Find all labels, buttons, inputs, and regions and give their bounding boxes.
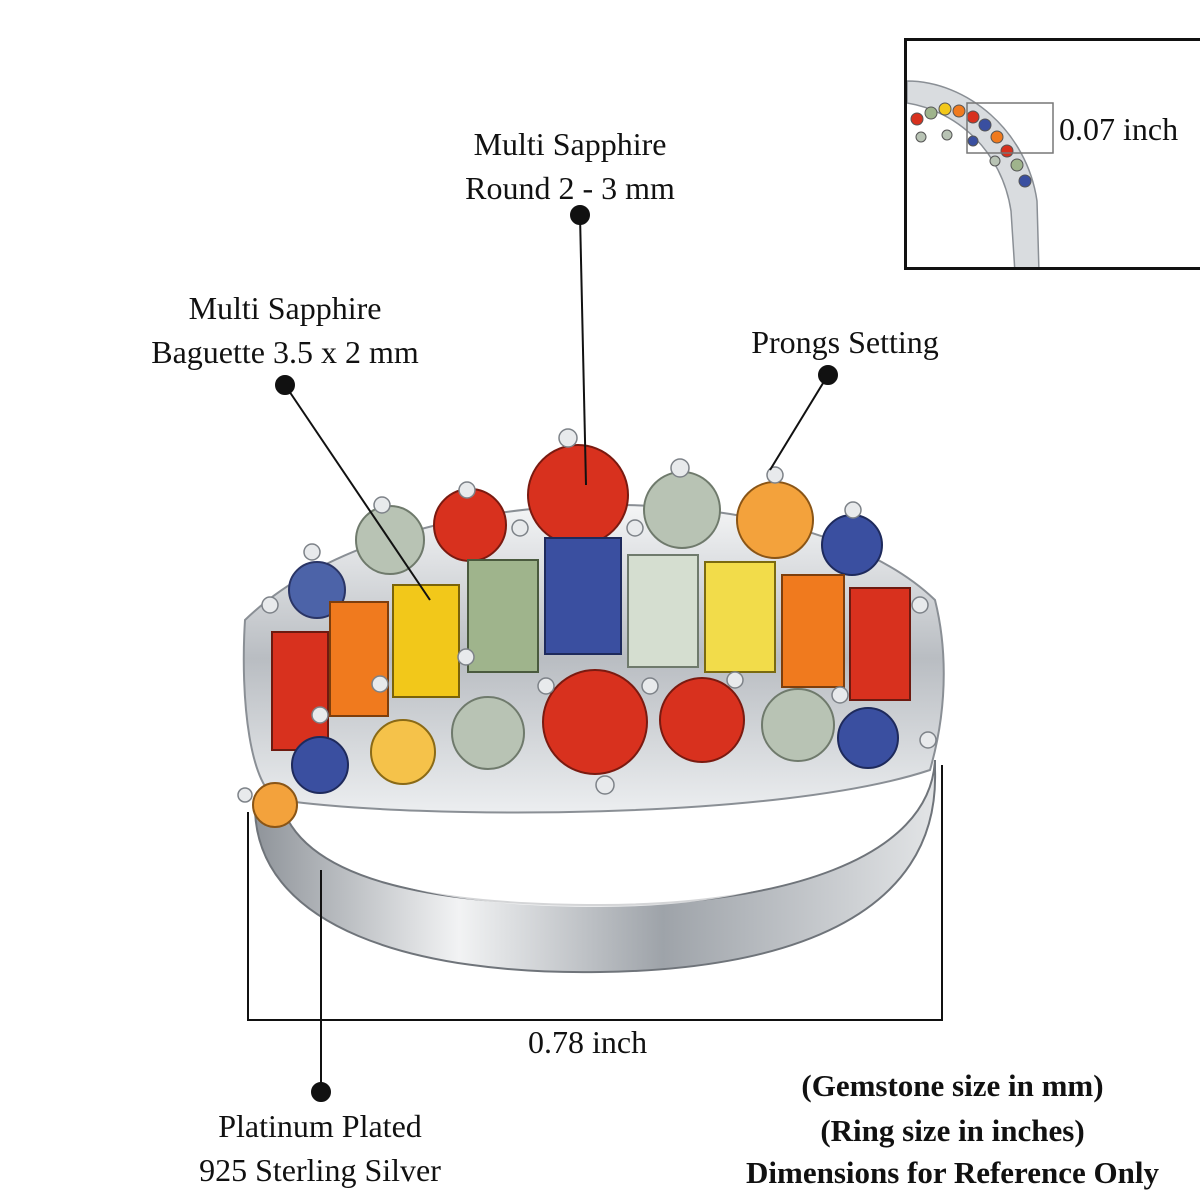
note-ring-size: (Ring size in inches) (820, 1113, 1085, 1148)
callout-prongs-line1: Prongs Setting (751, 324, 939, 360)
callout-metal: Platinum Plated 925 Sterling Silver (165, 1104, 475, 1192)
note-gemstone-size: (Gemstone size in mm) (801, 1068, 1104, 1103)
height-dimension-label: 0.07 inch (1059, 111, 1179, 147)
ring-band (253, 759, 937, 974)
callout-metal-line2: 925 Sterling Silver (199, 1152, 441, 1188)
bottom-round-stones (252, 669, 899, 828)
callout-round-sapphire: Multi Sapphire Round 2 - 3 mm (420, 122, 720, 210)
callout-prongs-setting: Prongs Setting (720, 320, 970, 364)
callout-round-line1: Multi Sapphire (473, 126, 667, 162)
callout-baguette-line2: Baguette 3.5 x 2 mm (151, 334, 419, 370)
note-reference-only: Dimensions for Reference Only (746, 1155, 1159, 1190)
callout-leaders (275, 205, 838, 1102)
baguette-stones (271, 537, 911, 751)
callout-round-line2: Round 2 - 3 mm (465, 170, 675, 206)
callout-baguette-sapphire: Multi Sapphire Baguette 3.5 x 2 mm (120, 286, 450, 374)
prongs (237, 428, 937, 803)
side-view-illustration (907, 80, 1054, 267)
side-view-inset: 0.07 inch (904, 38, 1200, 270)
callout-baguette-line1: Multi Sapphire (188, 290, 382, 326)
width-dimension-bracket (247, 765, 943, 1021)
callout-metal-line1: Platinum Plated (218, 1108, 422, 1144)
width-dimension-label: 0.78 inch (528, 1024, 648, 1060)
